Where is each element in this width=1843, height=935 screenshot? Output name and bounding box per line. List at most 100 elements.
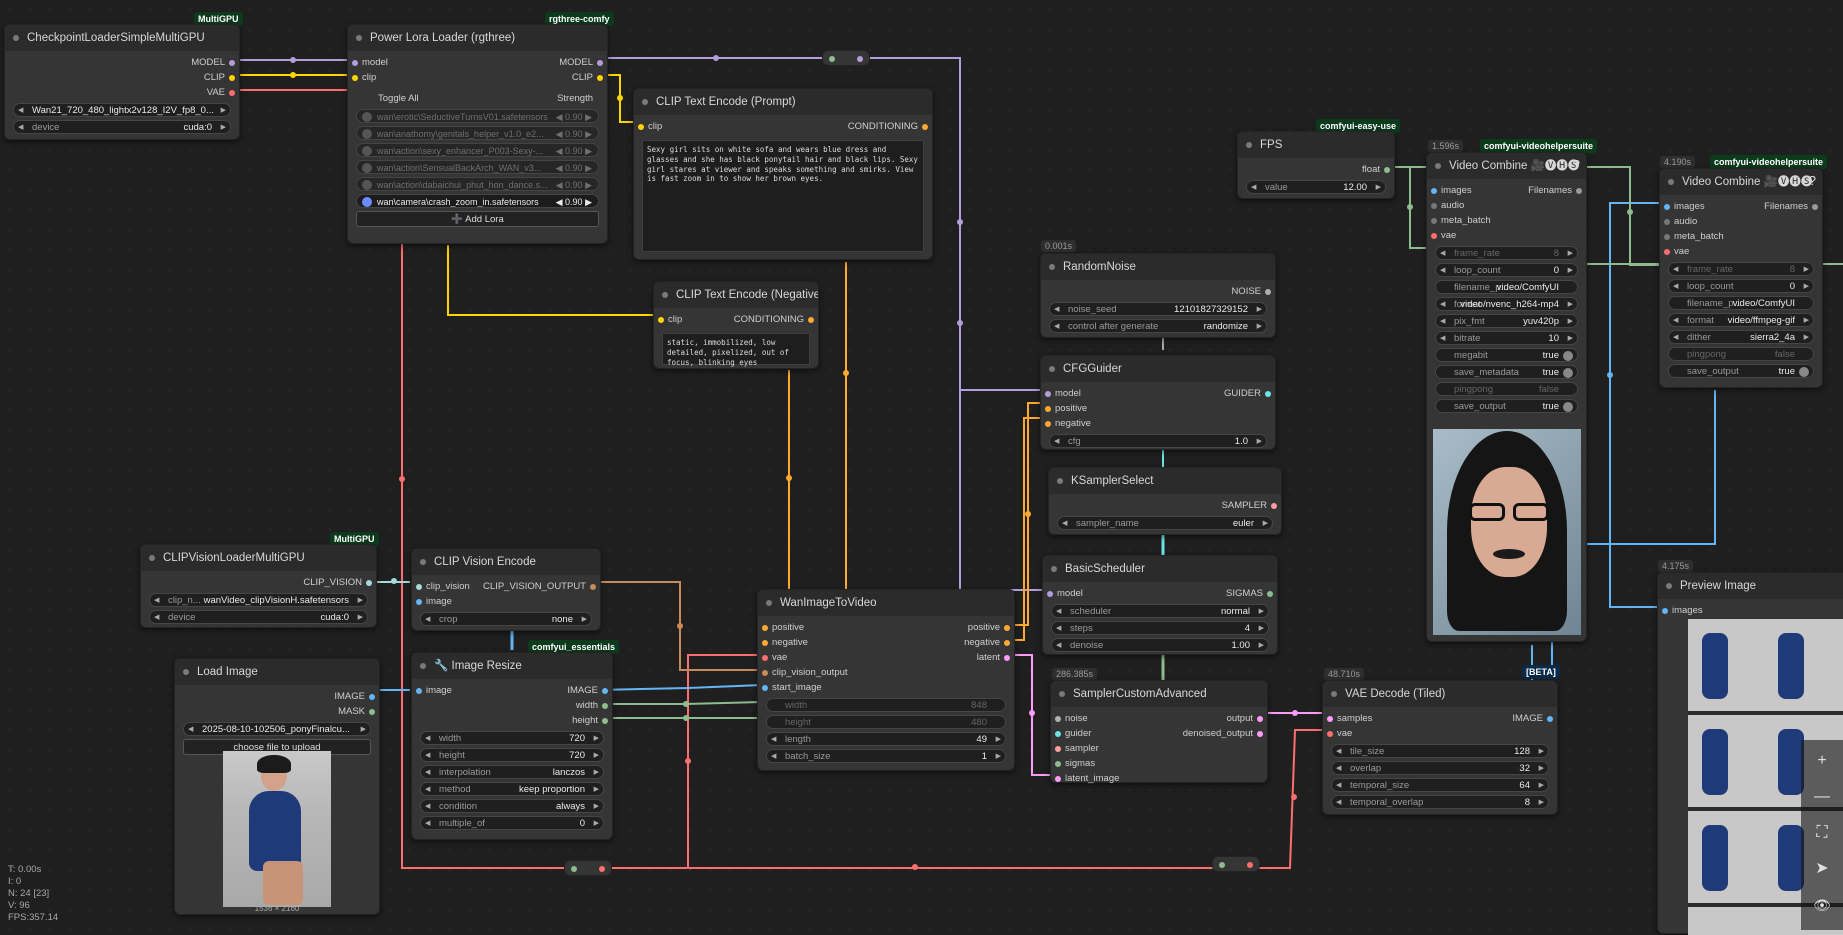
output-noise[interactable]: NOISE xyxy=(1231,284,1271,299)
fit-view-icon[interactable]: ⛶ xyxy=(1816,824,1828,841)
lora-row[interactable]: wan\anathomy\genitals_helper_v1.0_e2...◀… xyxy=(356,126,599,140)
node-title[interactable]: Video Combine 🎥🅥🅗🅢 xyxy=(1427,153,1586,179)
input-images[interactable]: images xyxy=(1431,183,1472,198)
output-denoised[interactable]: denoised_output xyxy=(1183,726,1263,741)
output-latent[interactable]: latent xyxy=(977,650,1010,665)
input-model[interactable]: model xyxy=(1045,386,1081,401)
input-meta-batch[interactable]: meta_batch xyxy=(1431,213,1491,228)
lora-row[interactable]: wan\action\SensualBackArch_WAN_v3...◀ 0.… xyxy=(356,160,599,174)
input-audio[interactable]: audio xyxy=(1664,214,1697,229)
lora-toggle[interactable] xyxy=(362,197,372,207)
node-title[interactable]: CLIP Text Encode (Prompt) xyxy=(634,89,932,115)
input-guider[interactable]: guider xyxy=(1055,726,1091,741)
input-image[interactable]: image xyxy=(416,683,452,698)
input-images[interactable]: images xyxy=(1664,199,1705,214)
output-height[interactable]: height xyxy=(572,713,608,728)
node-title[interactable]: KSamplerSelect xyxy=(1049,468,1281,494)
input-audio[interactable]: audio xyxy=(1431,198,1464,213)
lora-toggle[interactable] xyxy=(362,180,372,190)
node-title[interactable]: Video Combine 🎥🅥🅗🅢 xyxy=(1660,169,1822,195)
input-vae[interactable]: vae xyxy=(1664,244,1689,259)
node-title[interactable]: VAE Decode (Tiled) xyxy=(1323,681,1557,707)
input-vae[interactable]: vae xyxy=(1431,228,1456,243)
input-start-image[interactable]: start_image xyxy=(762,680,822,695)
negative-textarea[interactable]: static, immobilized, low detailed, pixel… xyxy=(662,333,810,367)
input-latent-image[interactable]: latent_image xyxy=(1055,771,1119,786)
node-title[interactable]: BasicScheduler xyxy=(1043,556,1277,582)
input-image[interactable]: image xyxy=(416,594,452,609)
input-clip-vision[interactable]: clip_vision xyxy=(416,579,470,594)
add-lora-button[interactable]: ➕ Add Lora xyxy=(356,211,599,227)
node-title[interactable]: FPS xyxy=(1238,132,1394,158)
output-filenames[interactable]: Filenames xyxy=(1528,183,1582,198)
filename-prefix-widget[interactable]: filename_p...video/ComfyUI xyxy=(1435,280,1578,294)
input-sampler[interactable]: sampler xyxy=(1055,741,1099,756)
input-model[interactable]: model xyxy=(352,55,388,70)
output-clip-vision[interactable]: CLIP_VISION xyxy=(303,575,372,590)
output-sigmas[interactable]: SIGMAS xyxy=(1226,586,1273,601)
input-clip[interactable]: clip xyxy=(638,119,662,134)
input-positive[interactable]: positive xyxy=(762,620,804,635)
checkpoint-loader-node[interactable]: CheckpointLoaderSimpleMultiGPU MODEL CLI… xyxy=(4,24,240,140)
input-model[interactable]: model xyxy=(1047,586,1083,601)
node-title[interactable]: 🔧 Image Resize xyxy=(412,653,612,679)
node-title[interactable]: CheckpointLoaderSimpleMultiGPU xyxy=(5,25,239,51)
output-image[interactable]: IMAGE xyxy=(334,689,375,704)
output-float[interactable]: float xyxy=(1362,162,1390,177)
output-output[interactable]: output xyxy=(1227,711,1263,726)
output-guider[interactable]: GUIDER xyxy=(1224,386,1271,401)
load-image-node[interactable]: Load Image IMAGE MASK 2025-08-10-102506_… xyxy=(174,658,380,915)
clip-vision-loader-node[interactable]: CLIPVisionLoaderMultiGPU CLIP_VISION cli… xyxy=(140,544,377,628)
node-title[interactable]: CLIPVisionLoaderMultiGPU xyxy=(141,545,376,571)
ckpt-name-widget[interactable]: Wan21_720_480_lightx2v128_I2V_fp8_0... xyxy=(13,103,231,118)
zoom-in-icon[interactable]: + xyxy=(1817,752,1827,769)
lora-row[interactable]: wan\action\sexy_enhancer_P003-Sexy-...◀ … xyxy=(356,143,599,157)
output-clip[interactable]: CLIP xyxy=(204,70,235,85)
output-clip[interactable]: CLIP xyxy=(572,70,603,85)
vae-decode-tiled-node[interactable]: VAE Decode (Tiled) samples IMAGE vae tile… xyxy=(1322,680,1558,815)
toggle-visibility-icon[interactable]: 👁 xyxy=(1813,897,1831,913)
input-images[interactable]: images xyxy=(1662,603,1703,618)
input-vae[interactable]: vae xyxy=(1327,726,1352,741)
output-sampler[interactable]: SAMPLER xyxy=(1222,498,1277,513)
input-samples[interactable]: samples xyxy=(1327,711,1372,726)
multiple-of-widget[interactable]: multiple_of0 xyxy=(420,816,604,831)
input-vae[interactable]: vae xyxy=(762,650,787,665)
node-title[interactable]: SamplerCustomAdvanced xyxy=(1051,681,1267,707)
help-icon[interactable]: ? xyxy=(1808,173,1816,188)
pointer-mode-icon[interactable]: ➤ xyxy=(1815,860,1829,877)
node-title[interactable]: CLIP Vision Encode xyxy=(412,549,600,575)
help-icon[interactable]: ? xyxy=(1572,157,1580,172)
filename-prefix-widget[interactable]: filename_p...video/ComfyUI xyxy=(1668,296,1814,310)
node-title[interactable]: WanImageToVideo xyxy=(758,590,1014,616)
output-image[interactable]: IMAGE xyxy=(1512,711,1553,726)
